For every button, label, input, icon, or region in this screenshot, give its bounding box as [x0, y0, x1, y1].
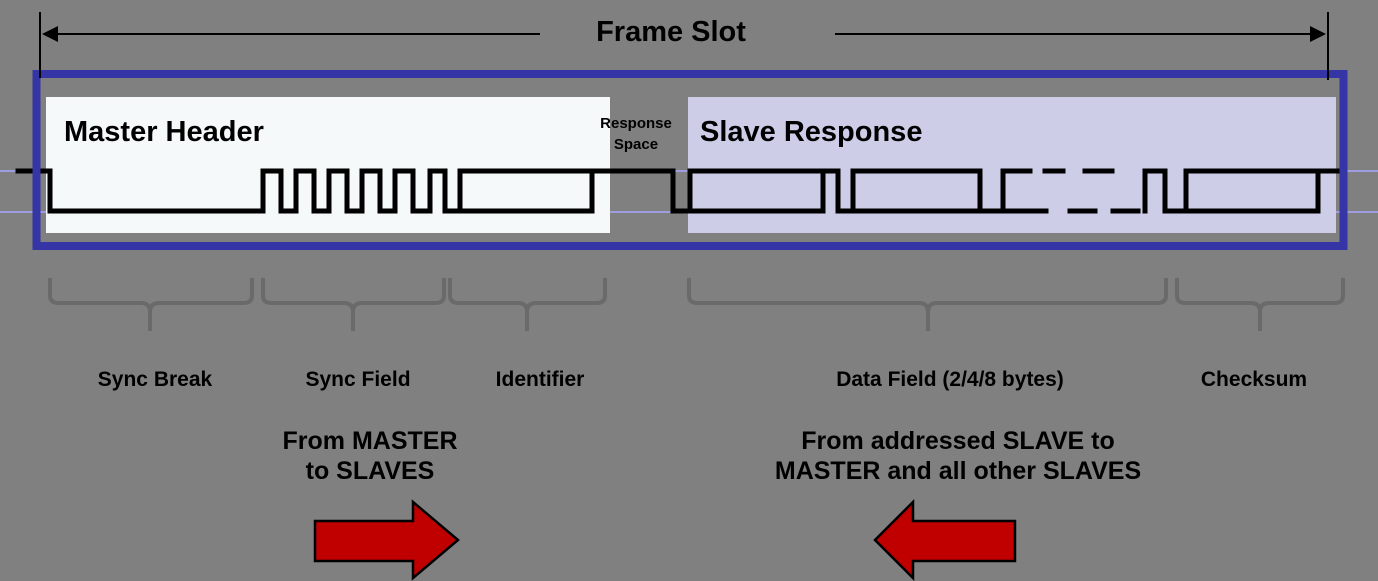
arrowhead-right-icon	[1310, 26, 1326, 42]
arrow-master-to-slaves-icon	[313, 499, 460, 581]
field-label-identifier: Identifier	[495, 368, 585, 391]
field-label-checksum: Checksum	[1200, 368, 1308, 391]
direction-master-to-slaves: From MASTER to SLAVES	[282, 427, 458, 485]
arrowhead-left-icon	[42, 26, 58, 42]
master-header-label: Master Header	[64, 116, 264, 148]
frame-slot-ticks	[39, 12, 1329, 80]
field-label-sync-break: Sync Break	[97, 368, 213, 391]
field-braces	[48, 278, 1345, 331]
direction-slave-to-master: From addressed SLAVE to MASTER and all o…	[774, 427, 1142, 485]
arrow-slave-to-master-icon	[873, 498, 1017, 581]
brace-sync-break	[48, 278, 254, 331]
brace-data-field	[687, 278, 1168, 331]
response-space-label: Response Space	[600, 115, 672, 153]
frame-slot-title: Frame Slot	[596, 16, 746, 48]
field-label-data-field: Data Field (2/4/8 bytes)	[836, 368, 1064, 391]
slave-response-label: Slave Response	[700, 116, 923, 148]
frame-slot-arrow	[39, 12, 1329, 80]
field-label-sync-field: Sync Field	[305, 368, 411, 391]
signal-waveform	[15, 168, 1343, 214]
frame-border	[32, 70, 1348, 250]
brace-identifier	[448, 278, 607, 331]
brace-checksum	[1175, 278, 1345, 331]
brace-sync-field	[261, 278, 446, 331]
